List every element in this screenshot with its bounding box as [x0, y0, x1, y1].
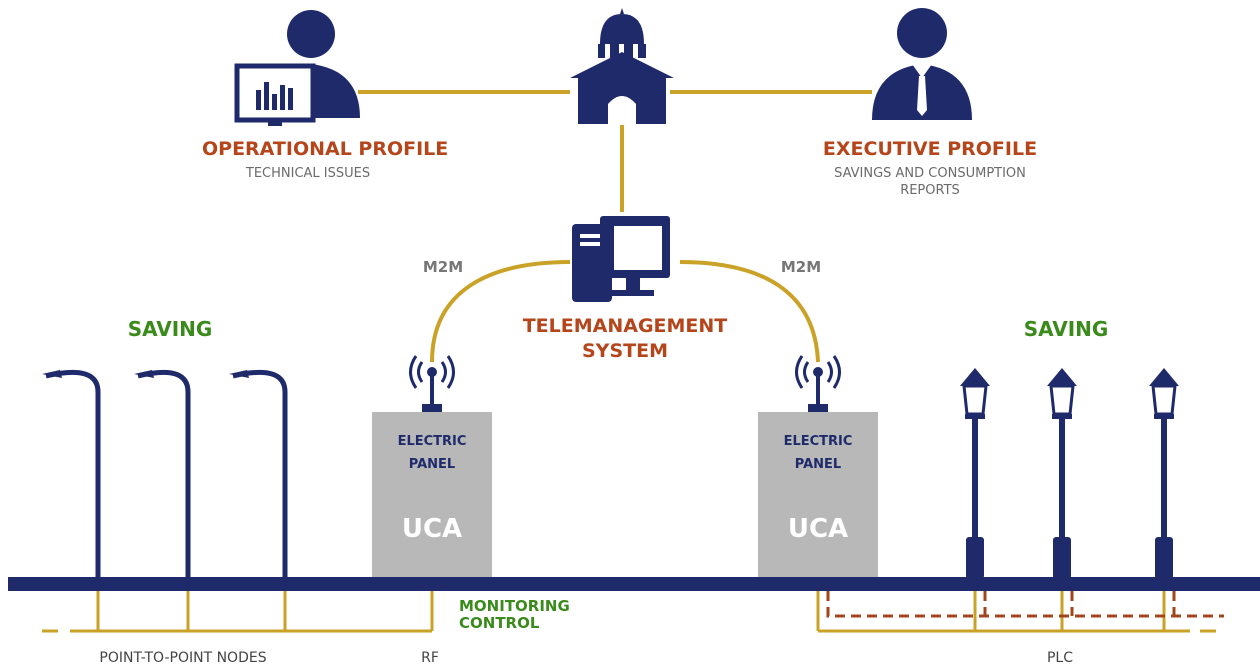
computer-tower-icon: [572, 216, 670, 302]
operational-profile-title: OPERATIONAL PROFILE: [202, 138, 449, 160]
panel-left-unit: UCA: [401, 514, 463, 544]
panel-right-unit: UCA: [787, 514, 849, 544]
antenna-icon: [795, 355, 841, 412]
operational-profile-subtitle: TECHNICAL ISSUES: [245, 166, 371, 181]
executive-icon: [872, 8, 972, 120]
executive-profile-subtitle-line1: SAVINGS AND CONSUMPTION: [834, 166, 1026, 181]
streetlight-icon: [134, 369, 191, 580]
plc-label: PLC: [1046, 650, 1074, 666]
saving-label-right: SAVING: [1023, 317, 1109, 341]
monitoring-label-line1: MONITORING: [459, 597, 570, 615]
panel-right-line2: PANEL: [794, 457, 842, 472]
plc-wiring: [816, 591, 1224, 633]
telemanagement-label-line1: TELEMANAGEMENT: [522, 315, 728, 337]
executive-profile-title: EXECUTIVE PROFILE: [822, 138, 1038, 160]
streetlight-icon: [229, 369, 288, 580]
electric-panel-right: [758, 412, 878, 577]
lantern-lamppost-icon: [960, 368, 990, 579]
panel-left-line1: ELECTRIC: [397, 434, 467, 449]
power-line-bus: [8, 577, 1260, 591]
m2m-label-right: M2M: [780, 258, 822, 276]
lantern-lamppost-icon: [1047, 368, 1077, 579]
lantern-lamppost-icon: [1149, 368, 1179, 579]
profile-connectors: [358, 90, 872, 363]
executive-profile-subtitle-line2: REPORTS: [900, 183, 960, 198]
antenna-icon: [409, 355, 455, 412]
m2m-label-left: M2M: [422, 258, 464, 276]
city-hall-icon: [570, 8, 674, 124]
rf-label: RF: [421, 650, 439, 666]
streetlight-icon: [42, 369, 101, 580]
panel-right-line1: ELECTRIC: [783, 434, 853, 449]
electric-panel-left: [372, 412, 492, 577]
rf-wiring: [42, 591, 434, 633]
operator-with-monitor-icon: [234, 10, 360, 126]
panel-left-line2: PANEL: [408, 457, 456, 472]
telemanagement-label-line2: SYSTEM: [582, 340, 668, 362]
saving-label-left: SAVING: [127, 317, 213, 341]
monitoring-label-line2: CONTROL: [459, 614, 540, 632]
point-to-point-nodes-label: POINT-TO-POINT NODES: [99, 650, 267, 666]
